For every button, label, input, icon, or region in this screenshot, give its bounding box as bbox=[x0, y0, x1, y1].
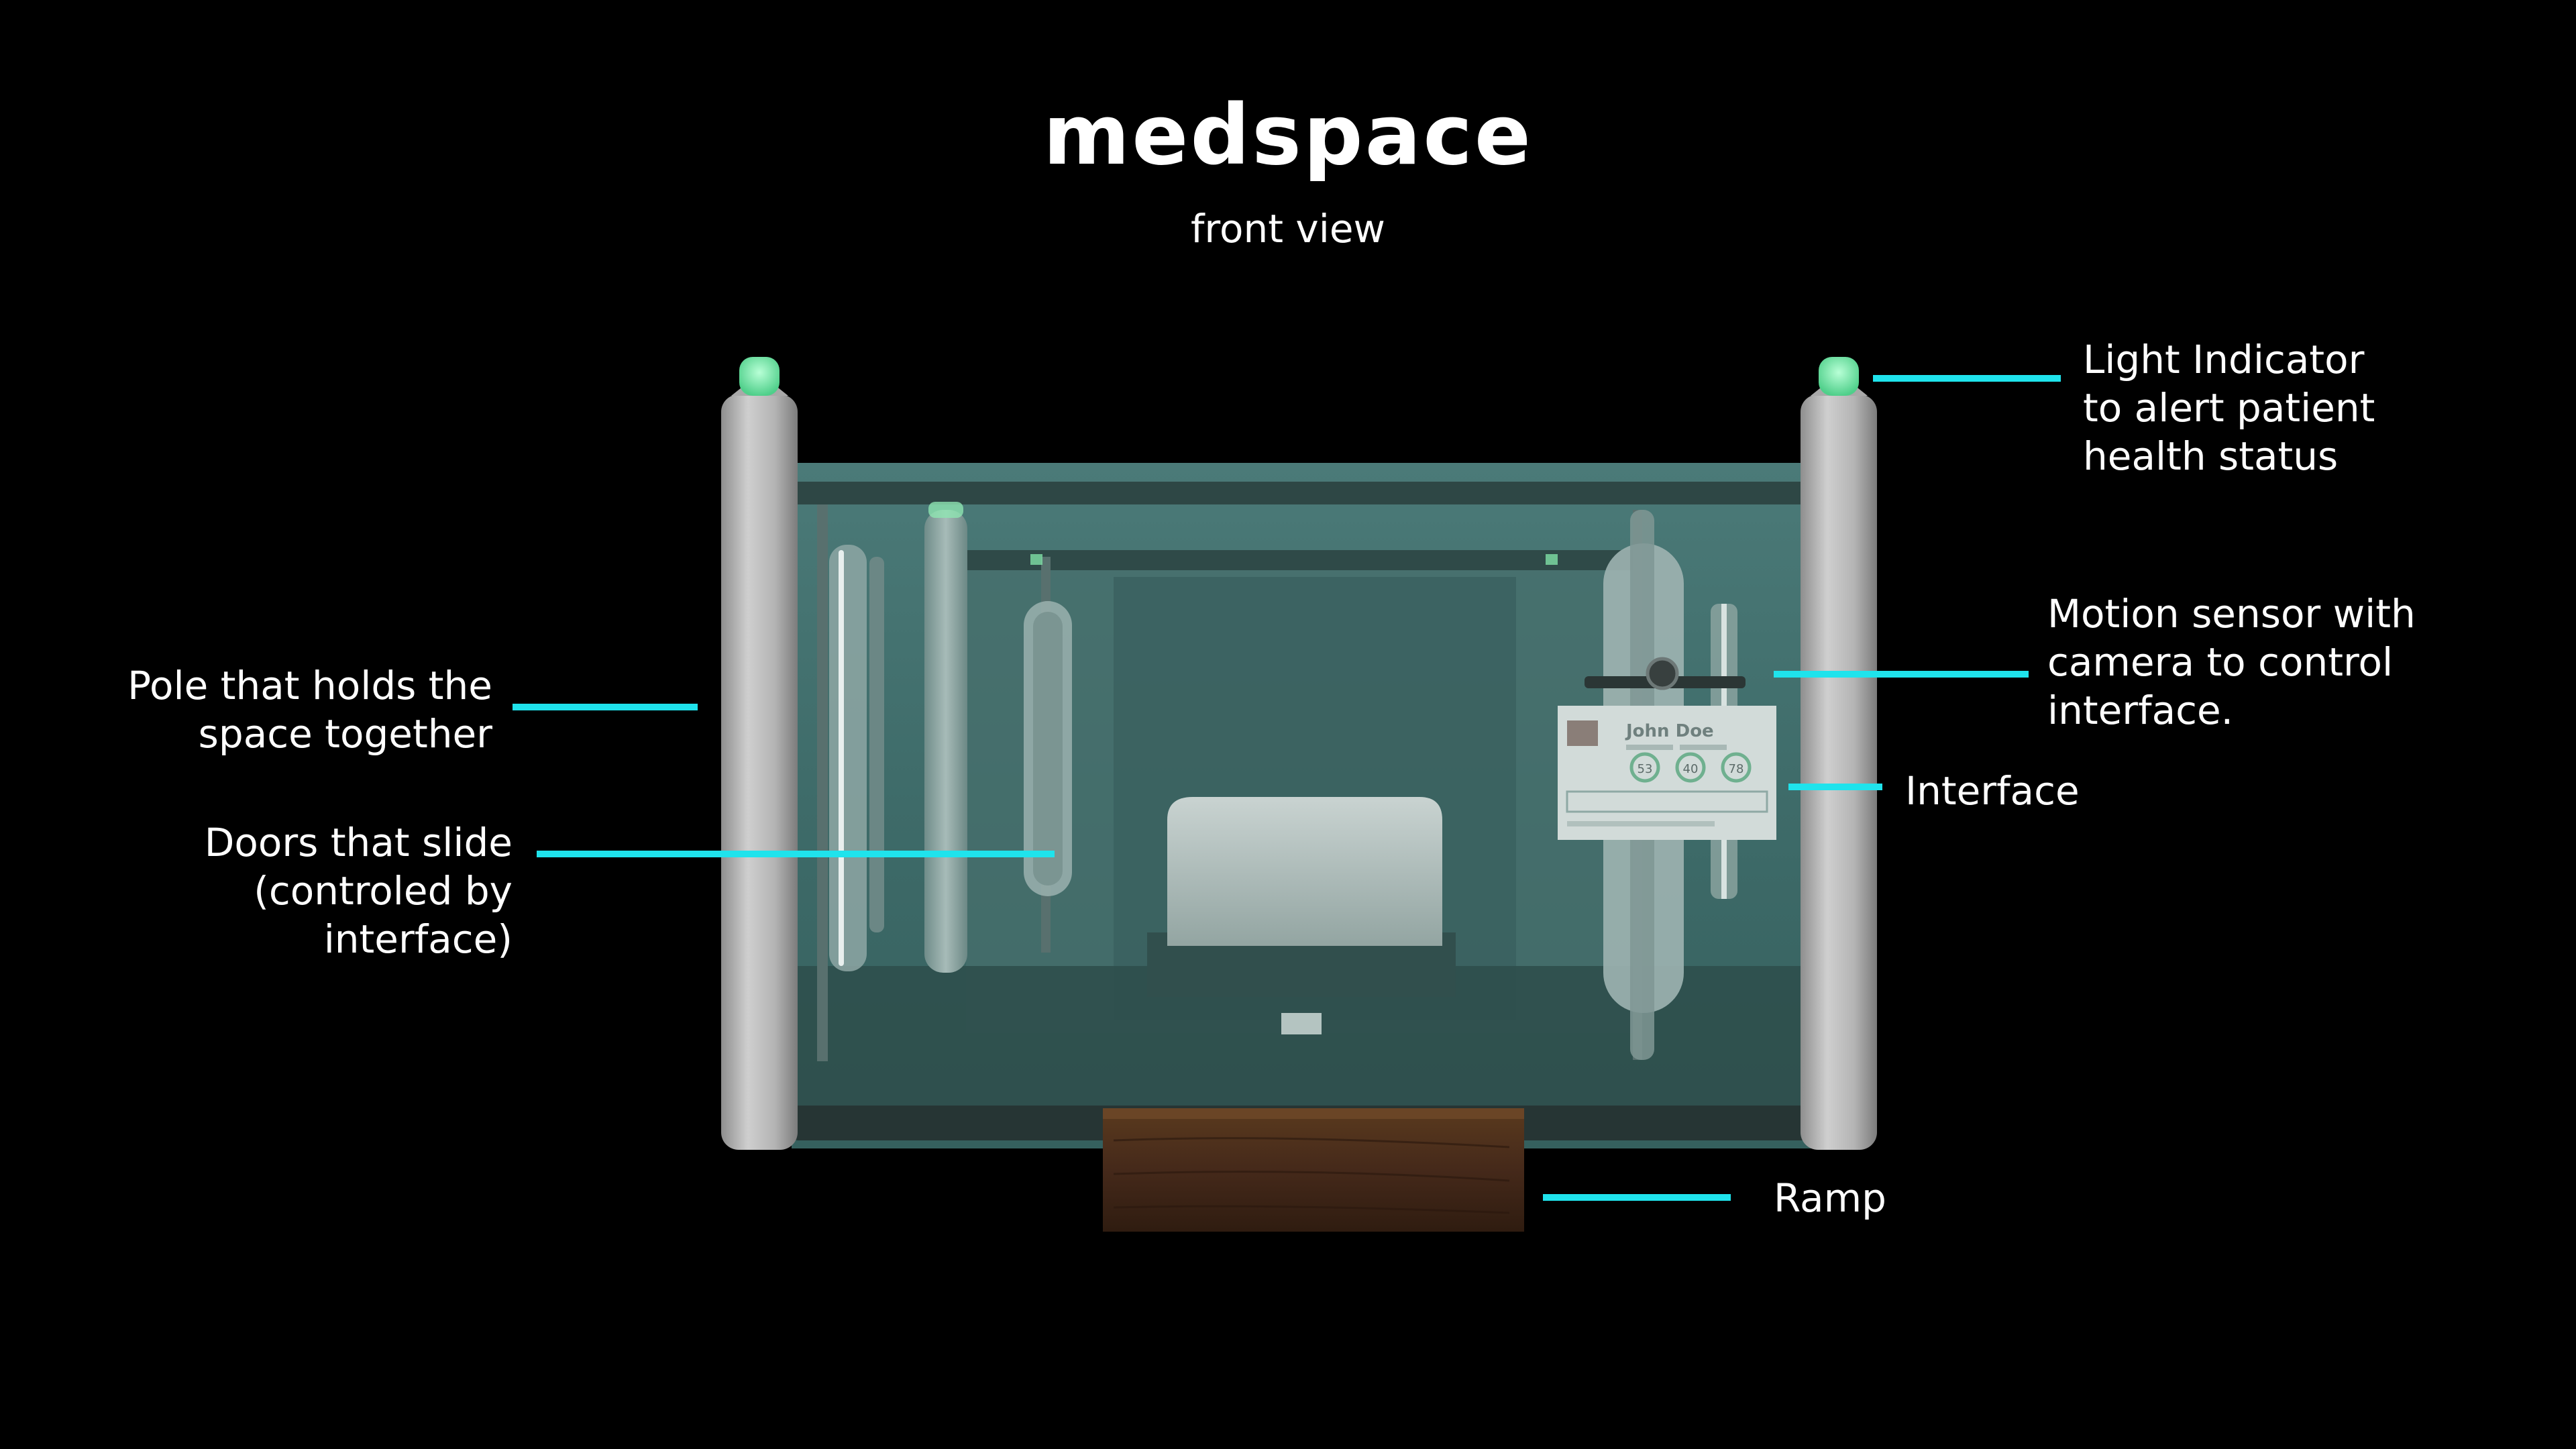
outer-pole-left bbox=[721, 394, 798, 1150]
leader-doors bbox=[537, 851, 1055, 857]
leader-light-indicator bbox=[1873, 375, 2061, 382]
callout-doors: Doors that slide (controled by interface… bbox=[205, 818, 513, 963]
callout-line: space together bbox=[198, 711, 492, 757]
callout-line: Pole that holds the bbox=[127, 663, 492, 708]
bed-mattress bbox=[1167, 797, 1442, 946]
interface-reading-1: 53 bbox=[1638, 762, 1653, 776]
sliding-door-left-a bbox=[829, 545, 867, 971]
callout-line: Motion sensor with bbox=[2047, 591, 2416, 637]
leader-pole bbox=[513, 704, 698, 710]
leader-motion-sensor bbox=[1774, 671, 2029, 678]
callout-line: (controled by bbox=[254, 868, 513, 914]
leader-interface bbox=[1788, 784, 1882, 790]
page-subtitle: front view bbox=[1191, 206, 1385, 252]
callout-line: camera to control bbox=[2047, 639, 2394, 685]
interface-screen-name: John Doe bbox=[1625, 721, 1714, 741]
interface-reading-2: 40 bbox=[1683, 762, 1699, 776]
callout-line: Doors that slide bbox=[204, 820, 513, 865]
callout-interface: Interface bbox=[1905, 767, 2080, 815]
callout-line: interface) bbox=[323, 916, 513, 962]
interface-reading-3: 78 bbox=[1729, 762, 1744, 776]
callout-line: Interface bbox=[1905, 768, 2080, 814]
inner-beam bbox=[966, 550, 1637, 570]
outer-pole-right bbox=[1801, 394, 1877, 1150]
leader-ramp bbox=[1543, 1194, 1731, 1201]
light-indicator-right bbox=[1819, 357, 1859, 396]
callout-ramp: Ramp bbox=[1774, 1174, 1886, 1222]
ramp bbox=[1103, 1108, 1524, 1232]
callout-line: Ramp bbox=[1774, 1175, 1886, 1221]
top-beam bbox=[792, 482, 1811, 504]
page-title: medspace bbox=[1043, 87, 1533, 184]
callout-line: Light Indicator bbox=[2083, 337, 2365, 382]
callout-line: to alert patient bbox=[2083, 385, 2375, 431]
motion-sensor-camera bbox=[1646, 657, 1679, 690]
callout-line: health status bbox=[2083, 433, 2339, 479]
callout-motion-sensor: Motion sensor with camera to control int… bbox=[2047, 590, 2416, 735]
callout-pole: Pole that holds the space together bbox=[127, 661, 492, 758]
inner-pole-left bbox=[924, 510, 967, 973]
callout-light-indicator: Light Indicator to alert patient health … bbox=[2083, 335, 2375, 480]
callout-line: interface. bbox=[2047, 688, 2234, 733]
light-indicator-left bbox=[739, 357, 780, 396]
